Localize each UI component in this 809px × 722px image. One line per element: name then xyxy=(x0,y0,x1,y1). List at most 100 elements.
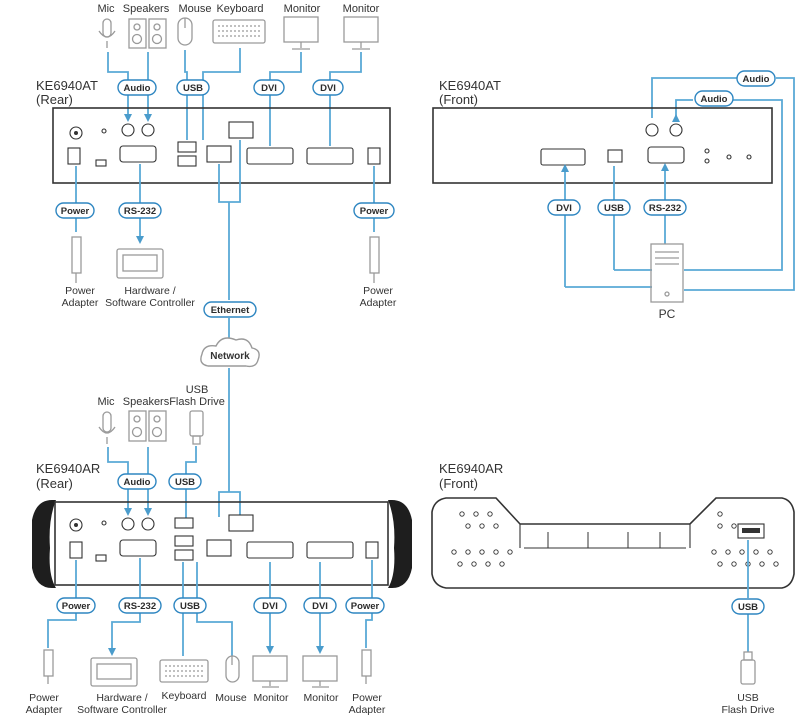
rx-wire-power-right xyxy=(365,560,373,648)
front-dvi-port xyxy=(540,148,586,166)
rx-wire-power-left xyxy=(47,560,77,648)
rx-mouse-label: Mouse xyxy=(215,692,247,704)
rx-wire-rs232 xyxy=(108,558,141,656)
rx-controller-line1: Hardware / xyxy=(96,692,147,704)
power-adapter-icon-left xyxy=(71,236,82,283)
ethernet-port-b xyxy=(228,121,254,139)
rx-speakers-label: Speakers xyxy=(123,396,170,408)
power-port-left xyxy=(67,147,81,165)
tx-front-subtitle: (Front) xyxy=(439,92,478,107)
front-rs232-port xyxy=(647,146,685,164)
wire-network-to-rx xyxy=(218,368,241,517)
rs232-port xyxy=(119,145,157,163)
rx-tag-usb-bottom xyxy=(173,597,207,614)
keyboard-label: Keyboard xyxy=(216,3,263,15)
tag-power-right xyxy=(353,202,395,219)
rx-front-usb-drive-line2: Flash Drive xyxy=(721,704,774,716)
ethernet-port-a xyxy=(206,145,232,163)
rx-rear-bracket-right xyxy=(388,500,412,588)
tag-front-audio-top xyxy=(736,70,776,87)
rx-tag-rs232-text: RS-232 xyxy=(124,601,156,612)
ke6940at-rear-device xyxy=(52,107,391,184)
rx-mouse-icon xyxy=(225,655,240,683)
tx-rear-subtitle: (Rear) xyxy=(36,92,73,107)
tag-usb xyxy=(176,79,210,96)
power-adapter-right-line2: Adapter xyxy=(360,297,397,309)
tag-dvi-1-text: DVI xyxy=(261,83,277,94)
controller-line2: Software Controller xyxy=(105,297,195,309)
controller-line1: Hardware / xyxy=(124,285,175,297)
rx-mic-icon xyxy=(98,411,116,444)
rx-tag-rs232 xyxy=(118,597,162,614)
rx-ethernet-port-b xyxy=(228,514,254,532)
tag-ethernet xyxy=(203,301,257,318)
power-adapter-left-line2: Adapter xyxy=(62,297,99,309)
keyboard-icon xyxy=(212,19,266,44)
rx-controller-icon xyxy=(90,657,138,687)
tag-rs232 xyxy=(118,202,162,219)
rx-front-tag-usb xyxy=(731,598,765,615)
power-port-right xyxy=(367,147,381,165)
ke6940ar-front-device xyxy=(431,497,795,589)
rx-tag-audio xyxy=(117,473,157,490)
rx-tag-power-right-text: Power xyxy=(351,601,380,612)
ke6940ar-rear-device xyxy=(54,501,389,586)
rx-monitor-label-1: Monitor xyxy=(253,692,289,704)
monitor-label-1: Monitor xyxy=(284,3,321,15)
rx-rear-title: KE6940AR xyxy=(36,461,100,476)
audio-port-speaker xyxy=(141,123,155,137)
rx-front-subtitle: (Front) xyxy=(439,476,478,491)
dvi-port-1 xyxy=(246,147,294,165)
tag-front-rs232-text: RS-232 xyxy=(649,203,681,214)
rx-usb-drive-label-2: Flash Drive xyxy=(169,396,225,408)
tag-front-dvi xyxy=(547,199,581,216)
rx-power-adapter-right-line2: Adapter xyxy=(349,704,386,716)
rx-rear-subtitle: (Rear) xyxy=(36,476,73,491)
rx-tag-dvi-2-text: DVI xyxy=(312,601,328,612)
tag-front-audio-bottom xyxy=(694,90,734,107)
tag-front-rs232 xyxy=(643,199,687,216)
monitor-icon-1 xyxy=(283,16,319,50)
rx-rear-section: Mic Speakers USB Flash Drive KE6940AR (R… xyxy=(26,384,412,716)
tag-dvi-2 xyxy=(312,79,344,96)
rx-front-vent-holes xyxy=(451,511,779,567)
monitor-icon-2 xyxy=(343,16,379,50)
rx-front-usb-drive-icon xyxy=(740,651,756,685)
tag-ethernet-text: Ethernet xyxy=(211,305,250,316)
power-adapter-icon-right xyxy=(369,236,380,283)
rx-tag-usb-top-text: USB xyxy=(175,477,195,488)
rx-rear-bracket-left xyxy=(32,500,56,588)
tag-audio xyxy=(117,79,157,96)
rx-tag-dvi-1 xyxy=(253,597,287,614)
rx-speakers-icon xyxy=(128,410,167,442)
tag-power-left-text: Power xyxy=(61,206,90,217)
rx-mic-label: Mic xyxy=(97,396,115,408)
wire-mouse xyxy=(184,50,188,140)
wire-dvi-2 xyxy=(329,52,362,146)
monitor-label-2: Monitor xyxy=(343,3,380,15)
rx-tag-power-left-text: Power xyxy=(62,601,91,612)
rx-wire-usb-drive xyxy=(185,446,197,518)
rx-power-adapter-icon-left xyxy=(43,649,54,684)
wire-dvi-1 xyxy=(269,52,302,146)
wire-keyboard xyxy=(202,48,241,140)
rx-usb-drive-label-1: USB xyxy=(186,384,209,396)
rx-monitor-icon-2 xyxy=(302,655,338,688)
wire-audio-bottom-return xyxy=(684,99,783,271)
power-adapter-left-line1: Power xyxy=(65,285,95,297)
speakers-label: Speakers xyxy=(123,3,170,15)
tag-front-dvi-text: DVI xyxy=(556,203,572,214)
rx-controller-line2: Software Controller xyxy=(77,704,167,716)
tag-usb-text: USB xyxy=(183,83,203,94)
rx-dvi-port-2 xyxy=(306,541,354,559)
tag-front-audio-bottom-text: Audio xyxy=(701,94,728,105)
tag-dvi-1 xyxy=(253,79,285,96)
rx-rs232-port xyxy=(119,539,157,557)
power-adapter-right-line1: Power xyxy=(363,285,393,297)
pc-tower-icon xyxy=(650,243,684,303)
rx-monitor-label-2: Monitor xyxy=(303,692,339,704)
audio-port-mic xyxy=(121,123,135,137)
front-usb-port xyxy=(607,149,623,163)
wire-ethernet xyxy=(218,140,241,300)
